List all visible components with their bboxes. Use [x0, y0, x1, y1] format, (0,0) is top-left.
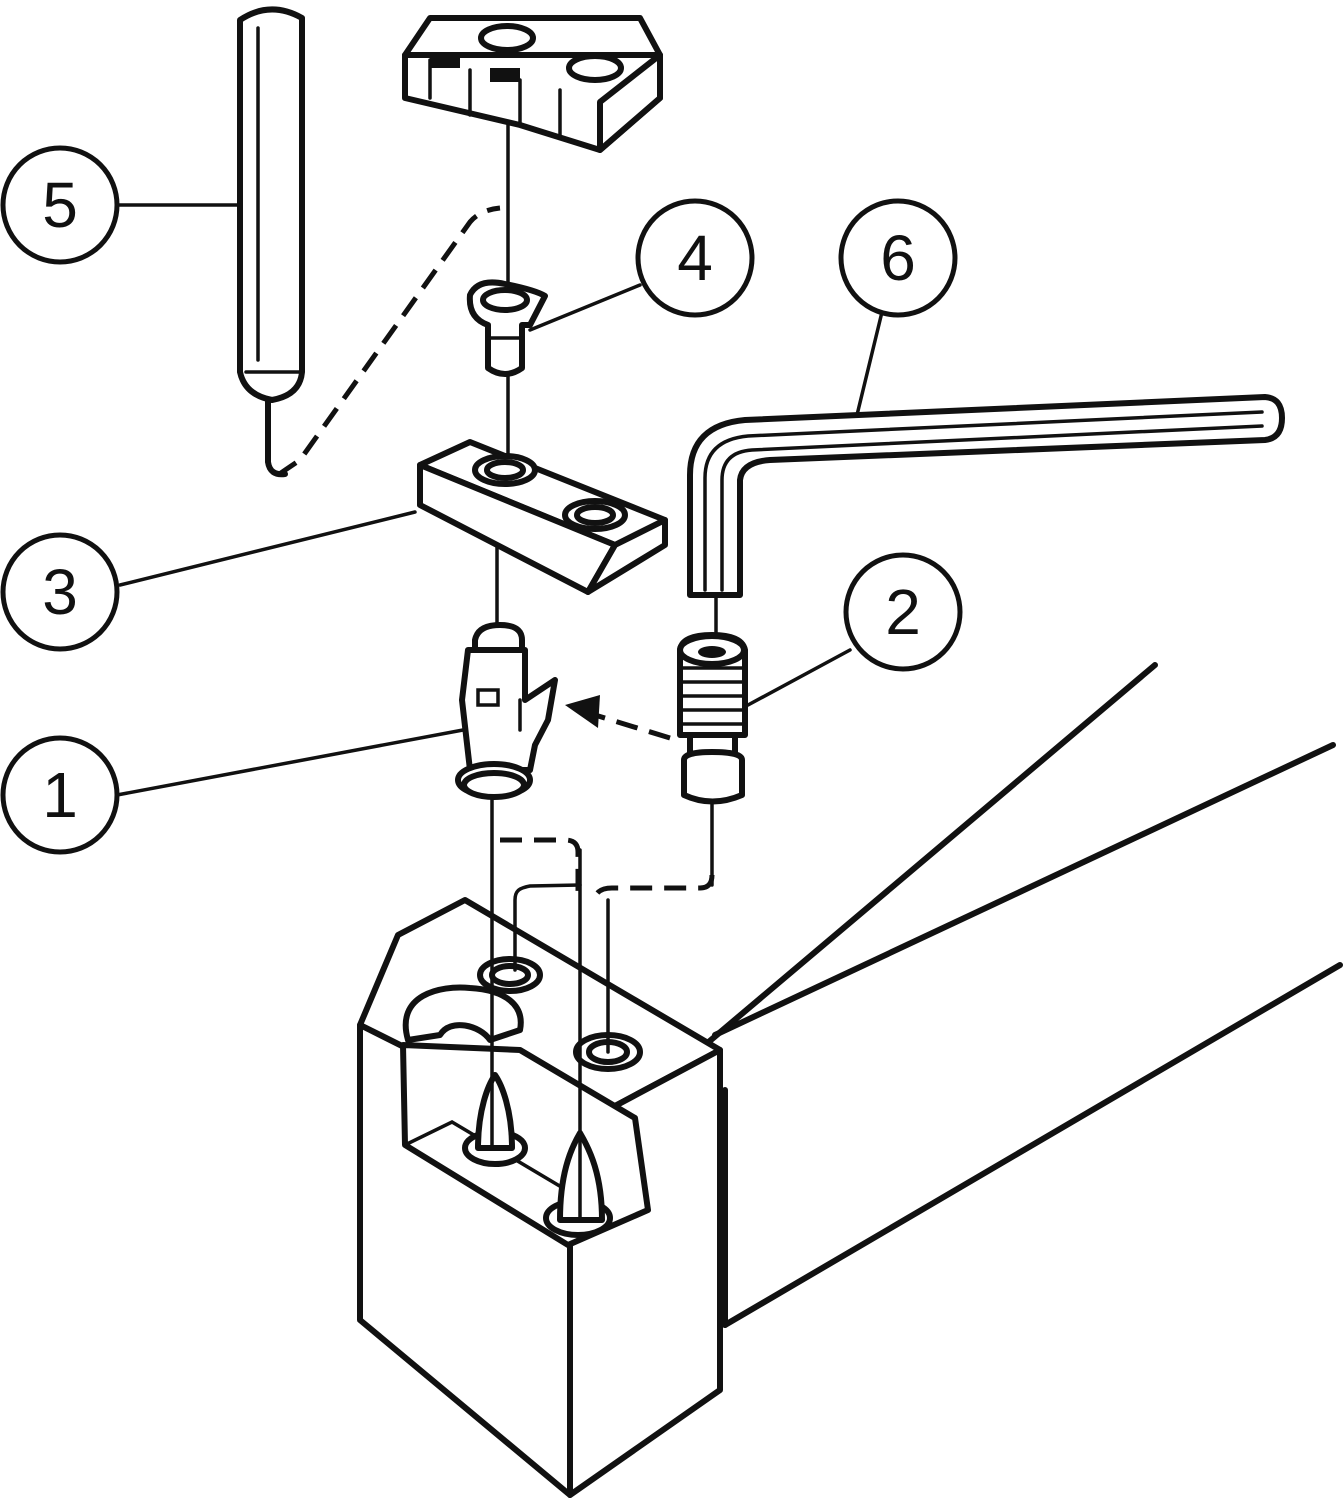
callout-label-4: 4	[677, 222, 713, 294]
callout-1: 1	[0, 735, 120, 855]
callout-label-3: 3	[42, 556, 78, 628]
callout-label-5: 5	[42, 169, 78, 241]
clamp-sleeve	[466, 279, 548, 377]
hex-key	[687, 394, 1285, 598]
callout-5: 5	[0, 145, 120, 265]
arrow-head	[565, 695, 600, 728]
callout-6: 6	[838, 198, 958, 318]
clamp-screw	[677, 632, 748, 805]
clamp-top	[402, 15, 663, 153]
tool-holder-shank	[702, 662, 1343, 1328]
callout-label-1: 1	[42, 759, 78, 831]
callout-2: 2	[843, 552, 963, 672]
lever-pin	[455, 622, 558, 800]
callout-label-6: 6	[880, 222, 916, 294]
callout-4: 4	[635, 198, 755, 318]
pin-punch	[237, 6, 305, 478]
callout-3: 3	[0, 532, 120, 652]
leader-lines	[115, 203, 884, 797]
shim-plate	[417, 439, 668, 595]
callout-label-2: 2	[885, 576, 921, 648]
tool-holder-head	[357, 897, 723, 1498]
